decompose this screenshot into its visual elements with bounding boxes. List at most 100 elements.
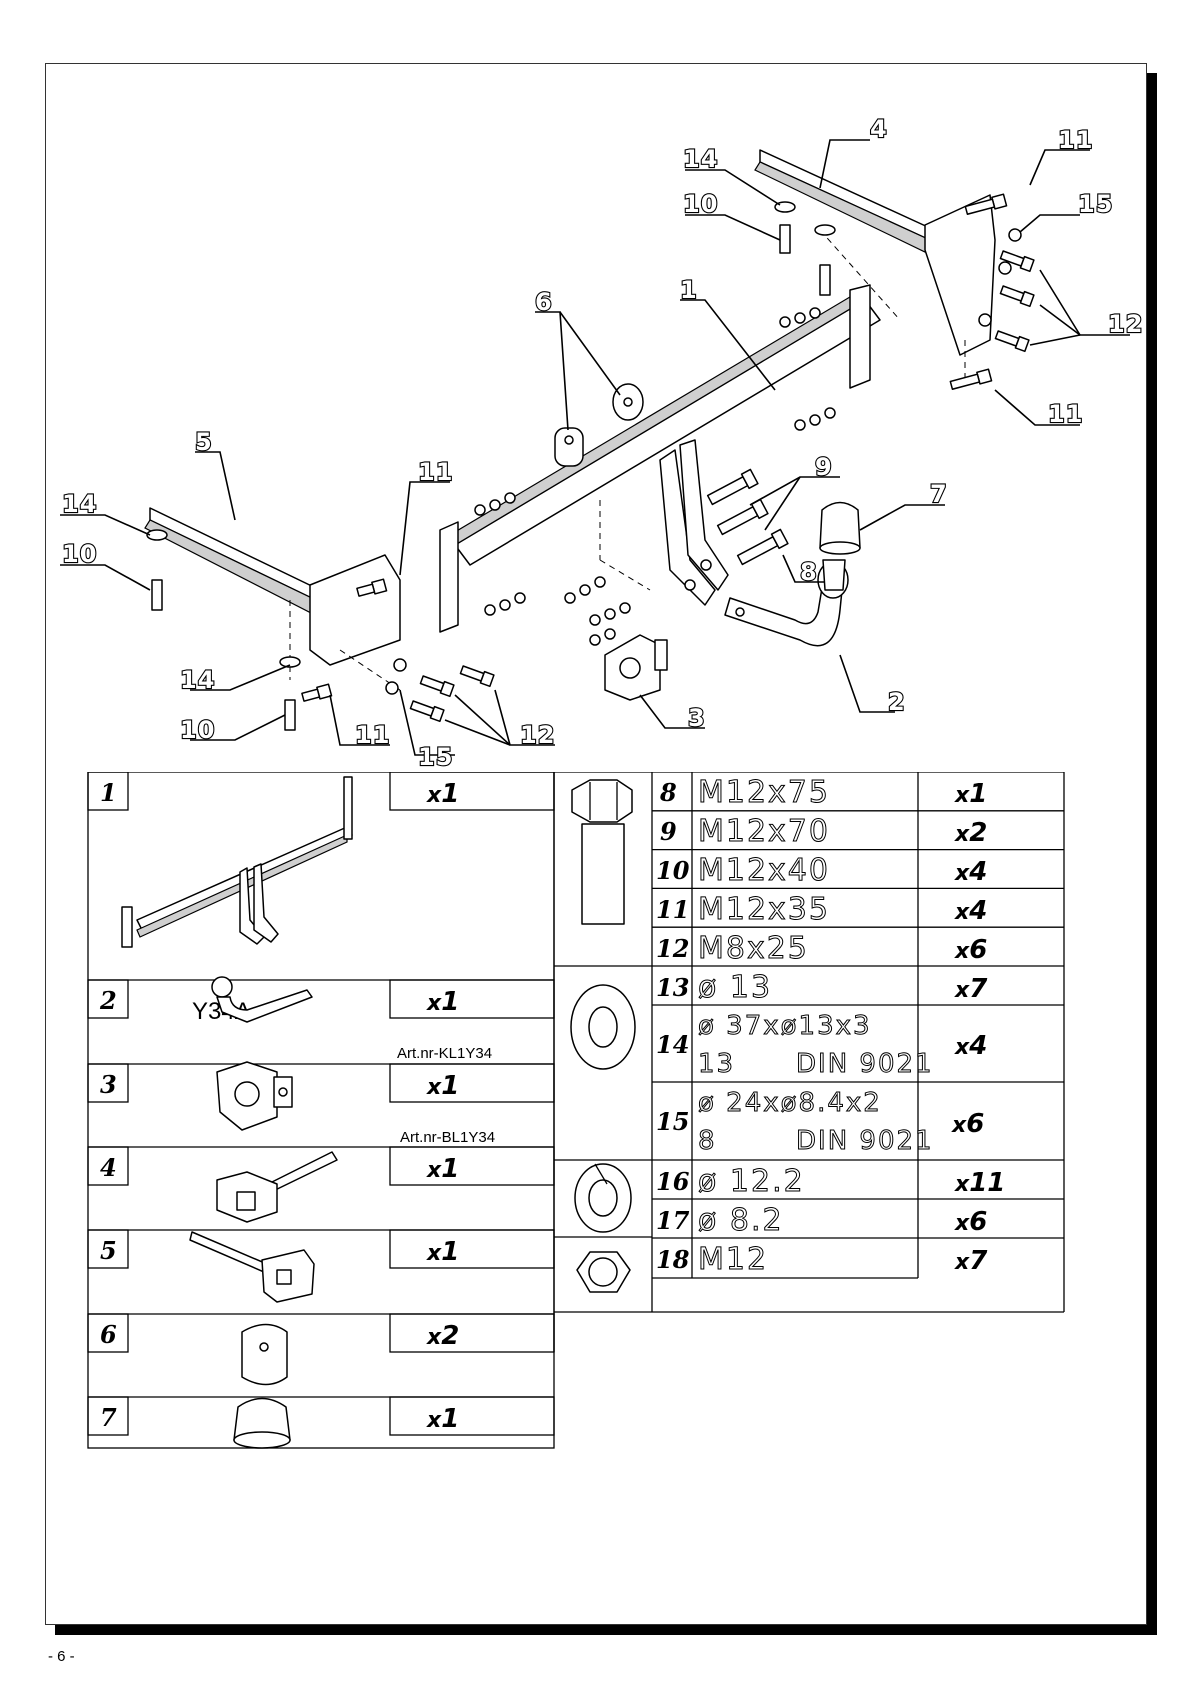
qty-part-1: 1 <box>441 779 459 809</box>
callout-9: 9 <box>815 453 833 481</box>
spring-washer-icon <box>574 1163 632 1233</box>
part-num-18: 18 <box>656 1245 690 1274</box>
spec-18: M12 <box>698 1242 768 1277</box>
svg-text:x7: x7 <box>954 1246 988 1276</box>
svg-text:x4: x4 <box>954 1031 987 1061</box>
spec-15-line2b: DIN 9021 <box>796 1126 934 1156</box>
svg-text:x4: x4 <box>954 857 987 887</box>
part-num-3: 3 <box>100 1070 117 1099</box>
callout-14: 14 <box>62 490 97 518</box>
qty-part-8: 1 <box>969 779 987 809</box>
callout-3: 3 <box>688 704 706 732</box>
callout-11: 11 <box>418 458 453 486</box>
cap-part-7 <box>819 501 861 555</box>
callout-11: 11 <box>1058 126 1093 154</box>
qty-part-10: 4 <box>968 857 987 887</box>
spec-11: M12x35 <box>698 892 830 927</box>
part-num-12: 12 <box>656 934 689 963</box>
callout-15: 15 <box>418 743 453 771</box>
callout-1: 1 <box>680 276 698 304</box>
qty-part-17: 6 <box>969 1207 987 1237</box>
callout-8: 8 <box>800 558 818 586</box>
part-num-17: 17 <box>656 1206 690 1235</box>
qty-part-15: 6 <box>966 1109 984 1139</box>
svg-text:x4: x4 <box>954 896 987 926</box>
thumb-cap <box>233 1397 291 1449</box>
article-number-kl: Art.nr-KL1Y34 <box>397 1045 492 1062</box>
svg-text:x2: x2 <box>426 1321 459 1351</box>
spec-17: ø 8.2 <box>698 1203 784 1238</box>
bolt-icon <box>571 779 633 925</box>
page-number: - 6 - <box>48 1648 75 1665</box>
callout-2: 2 <box>888 688 906 716</box>
table-right-grid <box>554 772 1065 1313</box>
part-num-10: 10 <box>656 856 690 885</box>
spec-13: ø 13 <box>698 970 772 1005</box>
svg-text:x1: x1 <box>426 987 459 1017</box>
callout-4: 4 <box>870 115 888 143</box>
qty-part-4: 1 <box>441 1154 459 1184</box>
part-num-7: 7 <box>100 1403 117 1432</box>
callout-leaders <box>60 139 1130 756</box>
fastener-rows: 8 M12x75 x1 9 M12x70 x2 10 M12x40 x4 11 … <box>656 775 1005 1278</box>
thumb-towball <box>211 976 313 1023</box>
spec-10: M12x40 <box>698 853 830 888</box>
part-num-4: 4 <box>100 1153 117 1182</box>
qty-part-2: 1 <box>441 987 459 1017</box>
svg-text:x1: x1 <box>426 1237 459 1267</box>
qty-part-3: 1 <box>441 1071 459 1101</box>
spec-14: ø 37xø13x3 <box>698 1011 872 1041</box>
thumb-spacer <box>241 1323 288 1386</box>
exploded-assembly-diagram: 4 11 14 15 10 12 6 1 5 11 12 9 7 14 10 8… <box>60 114 1144 772</box>
qty-part-16: 11 <box>969 1168 1005 1198</box>
towball-part-2 <box>724 559 849 647</box>
callout-11: 11 <box>355 721 390 749</box>
svg-text:x1: x1 <box>426 1154 459 1184</box>
spec-14-line2b: DIN 9021 <box>796 1049 934 1079</box>
svg-text:x1: x1 <box>426 1404 459 1434</box>
part-num-2: 2 <box>99 986 117 1015</box>
thumb-side-member-5 <box>189 1231 315 1303</box>
left-quantities: x1 x1 x1 x1 x1 x2 x1 <box>426 779 459 1434</box>
part-num-6: 6 <box>100 1320 117 1349</box>
qty-part-12: 6 <box>969 935 987 965</box>
callout-10: 10 <box>62 540 97 568</box>
fasteners <box>146 193 1035 731</box>
thumb-socket-plate <box>216 1061 293 1131</box>
spec-16: ø 12.2 <box>698 1164 805 1199</box>
spec-15: ø 24xø8.4x2 <box>698 1088 882 1118</box>
callout-14: 14 <box>683 145 718 173</box>
part-num-8: 8 <box>659 778 677 807</box>
socket-plate-part-3 <box>604 634 668 701</box>
part-num-1: 1 <box>100 778 117 807</box>
article-number-bl: Art.nr-BL1Y34 <box>400 1129 495 1146</box>
part-num-15: 15 <box>656 1107 689 1136</box>
thumb-crossbar <box>121 776 353 948</box>
svg-text:x6: x6 <box>951 1109 984 1139</box>
spacer-blocks-part-6 <box>554 383 644 467</box>
part-num-14: 14 <box>656 1030 689 1059</box>
callout-10: 10 <box>683 190 718 218</box>
callout-14: 14 <box>180 666 215 694</box>
svg-text:x11: x11 <box>954 1168 1005 1198</box>
callout-7: 7 <box>930 480 948 508</box>
qty-part-11: 4 <box>968 896 987 926</box>
callout-11: 11 <box>1048 400 1083 428</box>
spec-9: M12x70 <box>698 814 830 849</box>
washer-icon <box>570 984 636 1070</box>
side-member-part-4 <box>754 149 996 385</box>
table-icon-column <box>554 772 653 1312</box>
crossbar-part-1 <box>439 284 881 633</box>
callout-numbers: 4 11 14 15 10 12 6 1 5 11 12 9 7 14 10 8… <box>61 114 1144 772</box>
part-num-16: 16 <box>656 1167 690 1196</box>
side-member-part-5 <box>144 507 401 691</box>
callout-10: 10 <box>180 716 215 744</box>
spec-8: M12x75 <box>698 775 830 810</box>
part-num-9: 9 <box>660 817 677 846</box>
spec-14-line2a: 13 <box>698 1049 735 1079</box>
spec-15-line2a: 8 <box>698 1126 717 1156</box>
callout-12: 12 <box>1108 310 1143 338</box>
qty-part-13: 7 <box>969 974 988 1004</box>
qty-part-18: 7 <box>969 1246 988 1276</box>
qty-part-7: 1 <box>441 1404 459 1434</box>
